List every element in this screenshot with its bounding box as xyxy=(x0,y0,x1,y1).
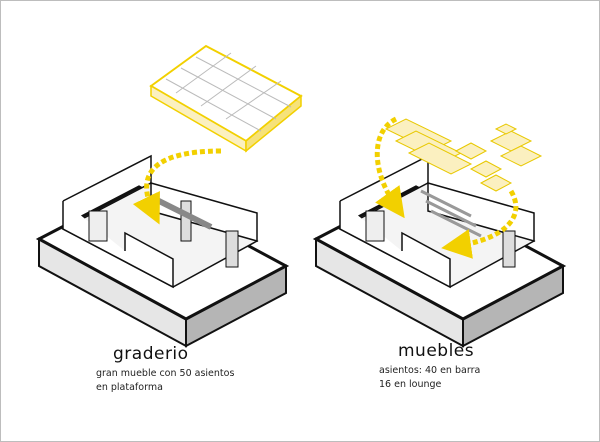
muebles-furniture xyxy=(384,118,543,192)
left-desc-line-2: en plataforma xyxy=(96,382,163,393)
right-desc-line-1: asientos: 40 en barra xyxy=(379,365,481,376)
right-description: asientos: 40 en barra 16 en lounge xyxy=(379,364,480,392)
left-building-model xyxy=(35,154,290,348)
right-title: muebles xyxy=(398,341,475,361)
right-move-arrow-1 xyxy=(374,116,405,219)
right-move-arrow-2 xyxy=(441,189,519,259)
right-building-model xyxy=(312,154,567,348)
graderio-furniture xyxy=(149,44,303,153)
left-desc-line-1: gran mueble con 50 asientos xyxy=(96,368,235,379)
left-title: graderio xyxy=(113,344,189,364)
right-desc-line-2: 16 en lounge xyxy=(379,379,442,390)
left-description: gran mueble con 50 asientos en plataform… xyxy=(96,367,234,395)
left-move-arrow xyxy=(132,148,222,225)
